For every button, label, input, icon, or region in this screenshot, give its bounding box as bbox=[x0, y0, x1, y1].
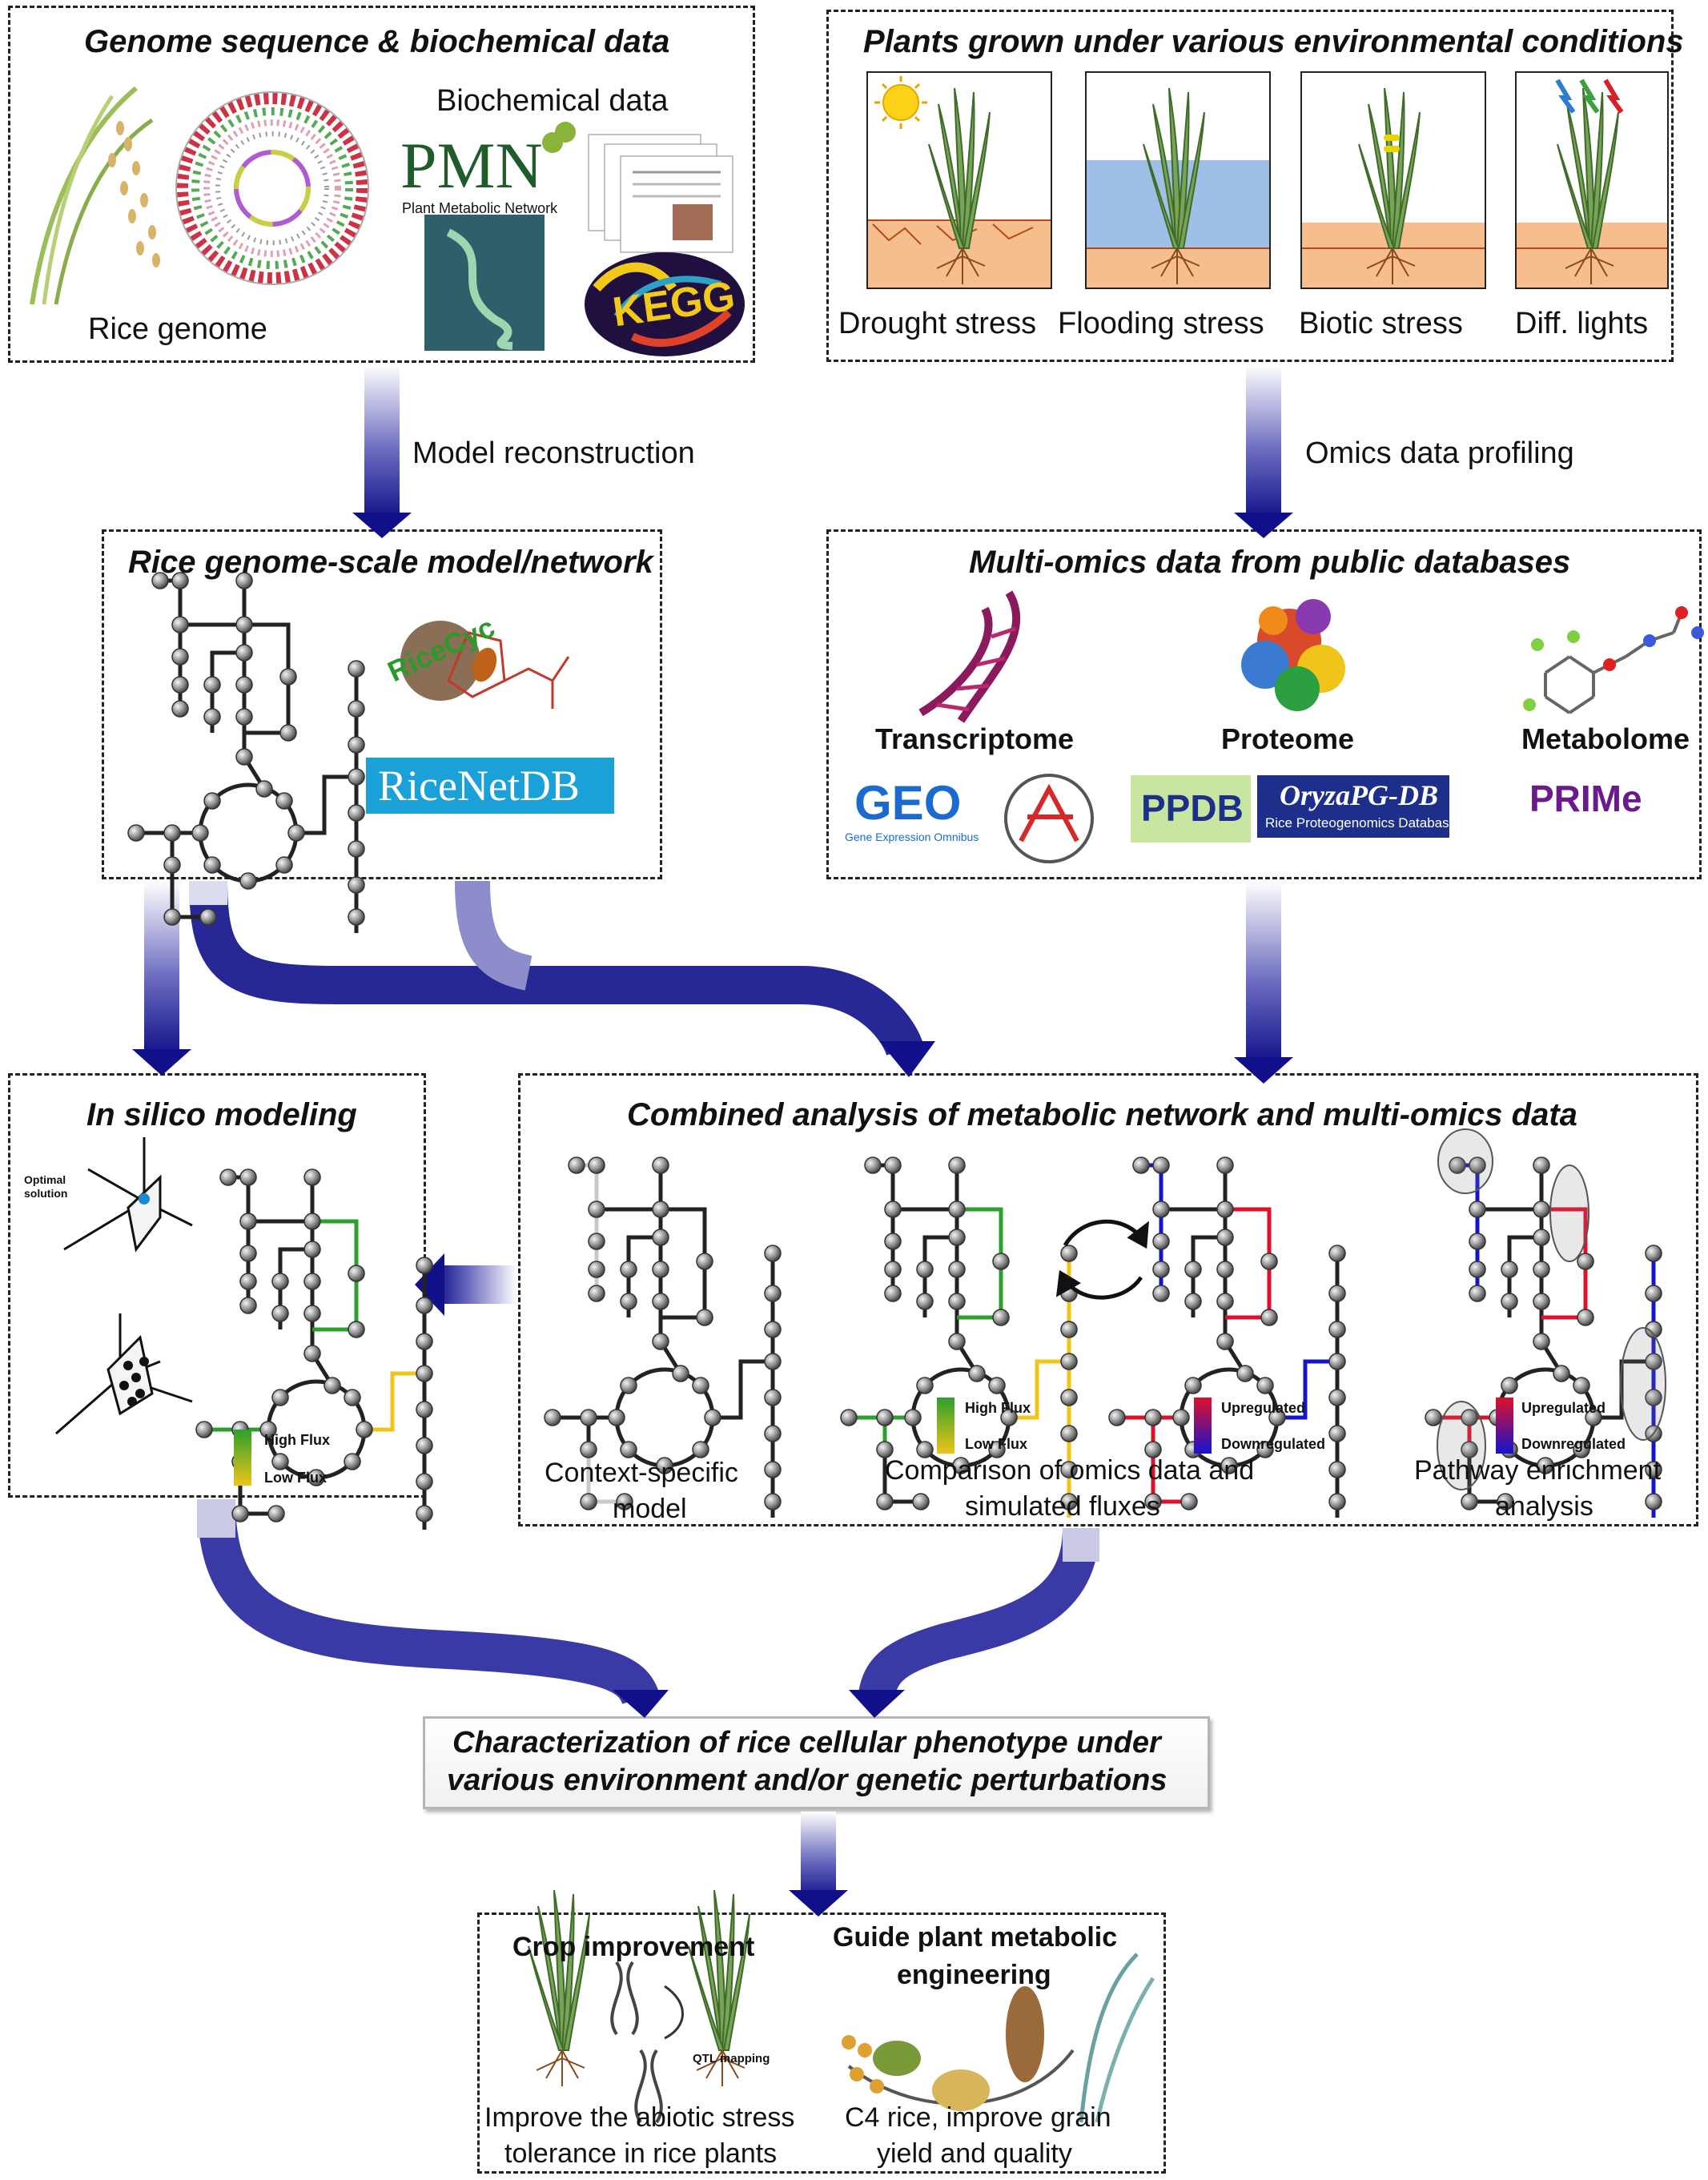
metabolite-molecule-icon bbox=[1523, 606, 1704, 714]
crop-improvement-title: Crop improvement bbox=[512, 1932, 755, 1962]
combined-low-flux-label: Low Flux bbox=[965, 1436, 1027, 1452]
combined-regulation-legend-bar-2 bbox=[1496, 1398, 1513, 1454]
silico-high-flux-label: High Flux bbox=[264, 1432, 330, 1448]
rice-plant-illustration bbox=[30, 86, 160, 305]
flooding-panel bbox=[1085, 71, 1271, 289]
oryzapg-logo-bg bbox=[1257, 775, 1449, 838]
pmn-caption: Plant Metabolic Network bbox=[402, 200, 558, 216]
condition-biotic: Biotic stress bbox=[1299, 307, 1463, 340]
kegg-logo-graphic bbox=[585, 252, 745, 356]
geo-logo: GEO bbox=[854, 776, 962, 830]
category-transcriptome: Transcriptome bbox=[875, 722, 1075, 755]
protein-structure-icon bbox=[1241, 599, 1345, 711]
condition-drought: Drought stress bbox=[838, 307, 1037, 340]
combined-flux-legend-bar bbox=[937, 1398, 954, 1454]
condition-flooding: Flooding stress bbox=[1058, 307, 1264, 340]
optimal-solution-label: Optimal solution bbox=[24, 1173, 68, 1200]
metabolic-engineering-illustration bbox=[842, 1953, 1155, 2123]
downregulated-label-1: Downregulated bbox=[1221, 1436, 1326, 1452]
condition-lights: Diff. lights bbox=[1515, 307, 1649, 340]
qtl-mapping-label: QTL mapping bbox=[693, 2052, 770, 2065]
geo-caption: Gene Expression Omnibus bbox=[845, 831, 979, 843]
ppdb-logo-bg bbox=[1131, 775, 1251, 843]
in-silico-title: In silico modeling bbox=[86, 1097, 357, 1132]
crop-plants-illustration bbox=[528, 1889, 750, 2124]
guide-caption-line1: C4 rice, improve grain bbox=[845, 2102, 1111, 2133]
arrayexpress-logo-graphic bbox=[1004, 774, 1094, 863]
panel1-caption-line2: model bbox=[613, 1494, 687, 1524]
plants-box-title: Plants grown under various environmental… bbox=[863, 24, 1684, 59]
circos-genome-plot bbox=[175, 91, 369, 285]
prime-logo: PRIMe bbox=[1529, 778, 1642, 819]
model-network-graph bbox=[128, 573, 364, 933]
biochemical-data-label: Biochemical data bbox=[436, 84, 669, 118]
flux-space-points bbox=[119, 1357, 149, 1406]
upregulated-label-2: Upregulated bbox=[1521, 1400, 1606, 1416]
panel2-caption-line1: Comparison of omics data and bbox=[885, 1455, 1255, 1486]
omics-profiling-label: Omics data profiling bbox=[1305, 436, 1574, 470]
guide-title-line1: Guide plant metabolic bbox=[833, 1922, 1118, 1953]
combined-regulation-legend-bar-1 bbox=[1194, 1398, 1212, 1454]
pmn-leaf-icon bbox=[542, 122, 576, 153]
applications-box bbox=[477, 1913, 1166, 2174]
oryzapg-caption: Rice Proteogenomics Database bbox=[1265, 815, 1457, 831]
upregulated-label-1: Upregulated bbox=[1221, 1400, 1306, 1416]
ricenetdb-logo: RiceNetDB bbox=[378, 762, 580, 810]
cycle-arrows-icon bbox=[1055, 1219, 1149, 1300]
ricecyc-logo-graphic bbox=[400, 621, 570, 709]
crop-caption-line2: tolerance in rice plants bbox=[504, 2138, 778, 2169]
guide-title-line2: engineering bbox=[897, 1960, 1051, 1990]
genetics-journal-cover bbox=[424, 215, 545, 351]
optimal-point bbox=[139, 1193, 150, 1205]
phenotype-line1: Characterization of rice cellular phenot… bbox=[452, 1726, 1161, 1760]
panel1-caption-line1: Context-specific bbox=[545, 1458, 738, 1488]
genome-box-title: Genome sequence & biochemical data bbox=[84, 24, 670, 59]
dna-helix-icon bbox=[918, 590, 1021, 723]
silico-flux-legend-bar bbox=[234, 1430, 251, 1486]
crop-caption-line1: Improve the abiotic stress bbox=[484, 2102, 795, 2133]
ricenetdb-logo-bg bbox=[366, 758, 614, 814]
panel3-caption-line1: Pathway enrichment bbox=[1414, 1455, 1662, 1486]
oryzapg-logo: OryzaPG-DB bbox=[1280, 779, 1438, 811]
combined-high-flux-label: High Flux bbox=[965, 1400, 1031, 1416]
enrichment-network bbox=[1425, 1128, 1666, 1518]
category-proteome: Proteome bbox=[1221, 722, 1355, 755]
panel2-caption-line2: simulated fluxes bbox=[965, 1491, 1160, 1522]
biotic-panel bbox=[1300, 71, 1486, 289]
papers-stack bbox=[588, 134, 733, 253]
model-reconstruction-label: Model reconstruction bbox=[412, 436, 695, 470]
category-metabolome: Metabolome bbox=[1521, 722, 1690, 755]
optimal-solution-axes bbox=[63, 1137, 193, 1253]
drought-panel bbox=[866, 71, 1052, 289]
model-network-box bbox=[102, 529, 662, 879]
silico-low-flux-label: Low Flux bbox=[264, 1470, 327, 1486]
omics-box-title: Multi-omics data from public databases bbox=[969, 545, 1571, 580]
ppdb-logo: PPDB bbox=[1141, 787, 1244, 829]
panel3-caption-line2: analysis bbox=[1495, 1491, 1593, 1522]
pmn-logo: PMN bbox=[400, 129, 543, 202]
lights-panel bbox=[1515, 71, 1669, 289]
model-box-title: Rice genome-scale model/network bbox=[128, 545, 653, 580]
phenotype-box bbox=[423, 1716, 1210, 1809]
rice-genome-label: Rice genome bbox=[88, 312, 267, 346]
downregulated-label-2: Downregulated bbox=[1521, 1436, 1626, 1452]
combined-box-title: Combined analysis of metabolic network a… bbox=[627, 1097, 1577, 1132]
phenotype-line2: various environment and/or genetic pertu… bbox=[447, 1764, 1167, 1797]
flux-space-axes bbox=[55, 1313, 193, 1435]
guide-caption-line2: yield and quality bbox=[877, 2138, 1072, 2169]
